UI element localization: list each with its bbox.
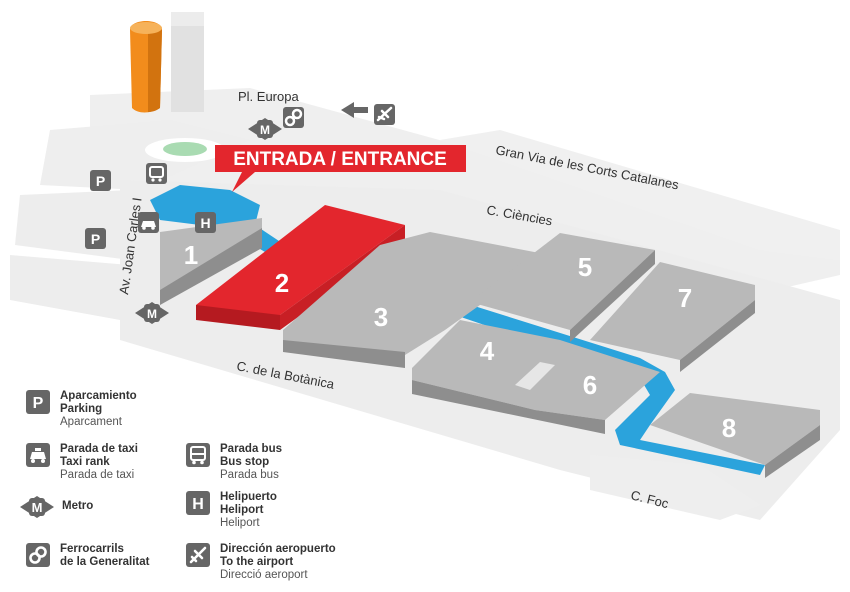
fgc-icon	[26, 543, 50, 567]
parking-icon: P	[26, 390, 50, 414]
entrance-label: ENTRADA / ENTRANCE	[233, 149, 447, 170]
hall-number-3: 3	[374, 302, 388, 332]
legend-heliport-line1: Helipuerto	[220, 491, 277, 503]
metro-icon: M	[20, 496, 54, 518]
hall-number-4: 4	[480, 336, 495, 366]
legend-bus-line3: Parada bus	[220, 469, 279, 481]
hall-3	[283, 232, 550, 368]
svg-text:P: P	[91, 231, 100, 247]
map-taxi-icon[interactable]	[138, 212, 159, 233]
street-pl-europa: Pl. Europa	[238, 89, 299, 104]
legend-parking-line2: Parking	[60, 403, 103, 415]
legend-parking-line1: Aparcamiento	[60, 390, 137, 402]
map-airport-icon[interactable]	[374, 104, 395, 125]
legend-fgc-line1: Ferrocarrils	[60, 543, 124, 555]
hall-number-1: 1	[184, 240, 198, 270]
map-parking-icon-top[interactable]: P	[90, 170, 111, 191]
svg-text:P: P	[96, 173, 105, 189]
legend-heliport-line2: Heliport	[220, 504, 264, 516]
svg-text:H: H	[192, 496, 204, 513]
legend-taxi-line1: Parada de taxi	[60, 443, 138, 455]
entrance-banner: ENTRADA / ENTRANCE	[215, 145, 466, 192]
taxi-icon	[26, 443, 50, 467]
legend-airport-line2: To the airport	[220, 556, 294, 568]
legend-heliport-line3: Heliport	[220, 517, 260, 529]
map-metro-icon-bottom[interactable]: M	[135, 302, 169, 324]
hall-number-7: 7	[678, 283, 692, 313]
heliport-icon: H	[186, 491, 210, 515]
legend-bus-line2: Bus stop	[220, 456, 270, 468]
hall-number-8: 8	[722, 413, 736, 443]
hall-8	[650, 393, 820, 478]
airport-icon	[186, 543, 210, 567]
legend-fgc-line2: de la Generalitat	[60, 556, 150, 568]
legend-bus-line1: Parada bus	[220, 443, 282, 455]
svg-text:M: M	[147, 307, 157, 321]
hall-numbers: 1 2 3 4 5 6 7 8	[184, 240, 736, 443]
hall-1	[160, 218, 262, 305]
hall-5	[470, 233, 655, 342]
hall-number-6: 6	[583, 370, 597, 400]
fountain	[163, 142, 207, 156]
svg-text:M: M	[260, 123, 270, 137]
legend-parking-line3: Aparcament	[60, 416, 123, 428]
map-fgc-icon[interactable]	[283, 107, 304, 128]
svg-text:P: P	[33, 395, 44, 412]
hall-number-5: 5	[578, 252, 592, 282]
map-bus-icon[interactable]	[146, 163, 167, 184]
legend-taxi-line2: Taxi rank	[60, 456, 110, 468]
map-airport-direction-arrow	[341, 102, 368, 118]
map-parking-icon-bottom[interactable]: P	[85, 228, 106, 249]
towers	[130, 12, 204, 113]
legend-taxi-line3: Parada de taxi	[60, 469, 135, 481]
legend-airport-line1: Dirección aeropuerto	[220, 543, 336, 555]
map-metro-icon-top[interactable]: M	[248, 118, 282, 140]
bus-icon	[186, 443, 210, 467]
map-heliport-icon[interactable]: H	[195, 212, 216, 233]
hall-7	[590, 262, 755, 372]
svg-text:H: H	[200, 215, 210, 231]
legend-airport-line3: Direcció aeroport	[220, 569, 308, 581]
hall-4-6	[412, 320, 660, 434]
svg-text:M: M	[32, 500, 43, 515]
legend-metro-line1: Metro	[62, 500, 94, 512]
hall-number-2: 2	[275, 268, 289, 298]
legend-metro: M Metro	[20, 495, 93, 519]
